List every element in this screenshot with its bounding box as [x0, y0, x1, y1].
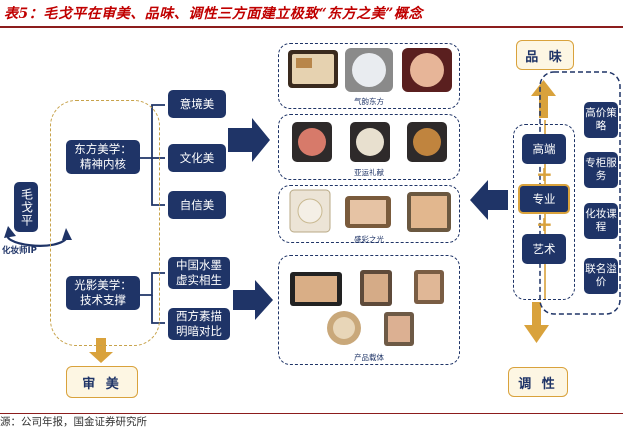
group-caption: 盛彩之光 [354, 235, 384, 244]
spirit-item: 意境美 [168, 90, 226, 118]
pillar-container [513, 124, 575, 300]
strategy-box: 高价策略 [584, 102, 618, 138]
page-title: 表5：毛戈平在审美、品味、调性三方面建立极致“东方之美”概念 [4, 6, 423, 22]
product-group-qiyun [278, 43, 460, 109]
light-shadow-box: 光影美学：技术支撑 [66, 276, 140, 310]
footer-divider [0, 413, 623, 414]
tech-item: 西方素描明暗对比 [168, 308, 230, 340]
compact-image [414, 270, 444, 304]
eastern-aesthetics-box: 东方美学：精神内核 [66, 140, 140, 174]
spirit-item: 自信美 [168, 191, 226, 219]
compact-image [407, 122, 447, 162]
pillar-box: 艺术 [522, 234, 566, 264]
compact-image [292, 122, 332, 162]
compact-image [384, 312, 414, 346]
compact-image [345, 196, 391, 228]
group-caption: 气韵东方 [354, 97, 384, 106]
pillar-box: 专业 [518, 184, 570, 214]
arrow-up-taste [531, 80, 556, 118]
compact-image [290, 272, 342, 306]
strategy-box: 化妆课程 [584, 203, 618, 239]
compact-image [407, 192, 451, 232]
source-note: 源：公司年报，国金证券研究所 [0, 416, 147, 428]
group-caption: 产品载体 [354, 353, 384, 362]
compact-image [360, 270, 392, 306]
arrow-right-top [228, 118, 270, 162]
compact-image [402, 48, 452, 92]
taste-label: 品 味 [516, 40, 574, 70]
brand-sub-label: 化妆师IP [2, 246, 37, 256]
tech-item: 中国水墨虚实相生 [168, 257, 230, 289]
arrow-down-aesthetic [89, 338, 113, 363]
group-caption: 亚运礼献 [354, 168, 384, 177]
compact-image [350, 122, 390, 162]
product-group-carrier [278, 255, 460, 365]
plus-sign: + [536, 162, 553, 186]
brace-spirit [140, 104, 165, 206]
pillar-box: 高端 [522, 134, 566, 164]
compact-image [288, 50, 338, 88]
arrow-left-middle [470, 180, 508, 220]
product-group-yayun [278, 114, 460, 180]
plus-sign: + [536, 212, 553, 236]
compact-image [289, 189, 331, 233]
aesthetic-label: 审 美 [66, 366, 138, 398]
compact-image [345, 48, 393, 92]
brand-cycle-arrows [4, 226, 72, 247]
strategy-box: 专柜服务 [584, 152, 618, 188]
compact-image [327, 311, 361, 345]
title-divider [0, 26, 623, 28]
spirit-item: 文化美 [168, 144, 226, 172]
strategy-box: 联名溢价 [584, 258, 618, 294]
brand-box: 毛戈平 [14, 182, 38, 232]
left-dashed-container [50, 100, 160, 346]
product-group-shengcai [278, 185, 460, 243]
arrow-right-bottom [233, 280, 273, 320]
arrow-down-tone [524, 302, 549, 343]
tone-label: 调 性 [508, 367, 568, 397]
